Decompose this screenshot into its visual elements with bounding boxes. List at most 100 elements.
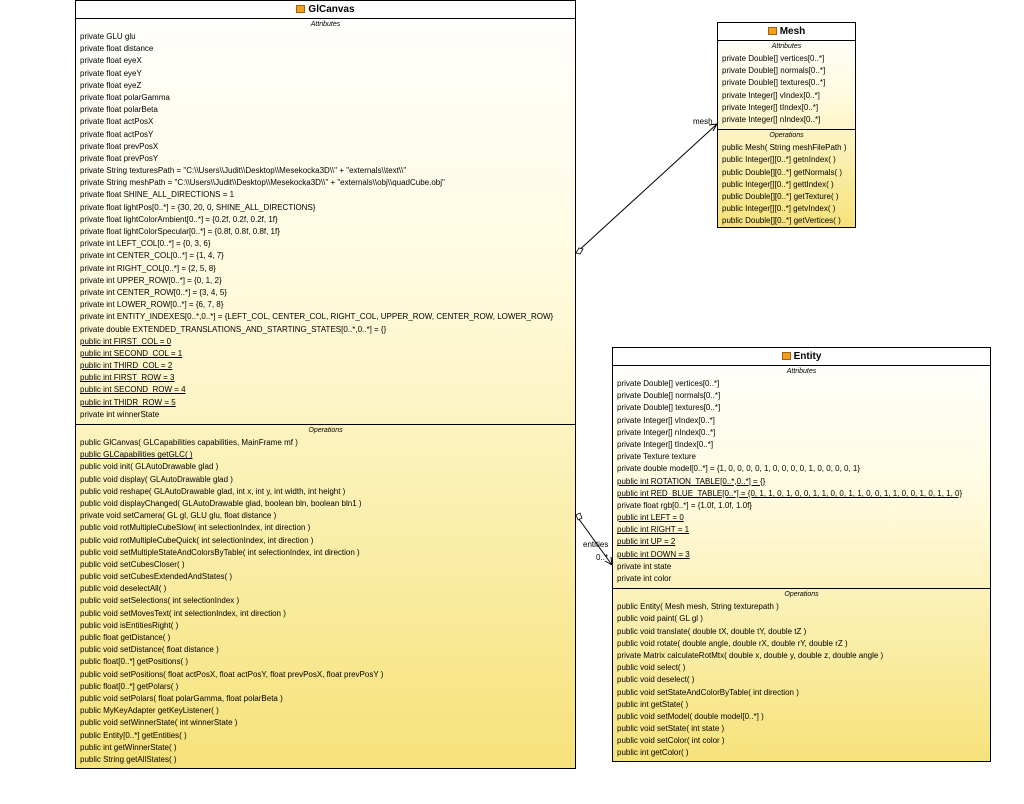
operation-row: public Integer[][0..*] getvIndex( )	[722, 204, 836, 214]
attribute-row: private Double[] vertices[0..*]	[722, 54, 825, 63]
class-title: GlCanvas	[76, 1, 575, 19]
operation-row: public void displayChanged( GLAutoDrawab…	[80, 498, 362, 508]
class-title: Entity	[613, 348, 990, 366]
entities-role-label: entities	[583, 540, 609, 549]
attribute-row: private Double[] textures[0..*]	[722, 78, 826, 88]
operation-row: public void rotMultipleCubeQuick( int se…	[80, 535, 314, 545]
operation-row: public GlCanvas( GLCapabilities capabili…	[80, 438, 298, 447]
attributes-label: Attributes	[310, 21, 341, 28]
operation-row: public int getWinnerState( )	[80, 742, 177, 752]
attributes-label: Attributes	[786, 368, 817, 375]
operations-label: Operations	[784, 591, 819, 599]
section-divider	[613, 588, 990, 590]
attribute-row: private Integer[] nIndex[0..*]	[617, 427, 716, 437]
entities-multiplicity-label: 0..*	[596, 553, 609, 562]
operations-label: Operations	[308, 427, 343, 434]
class-icon	[781, 352, 791, 360]
attribute-row: private int UPPER_ROW[0..*] = {0, 1, 2}	[80, 275, 222, 285]
attribute-row: private float rgb[0..*] = {1.0f, 1.0f, 1…	[617, 500, 752, 510]
operations-list: public Mesh( String meshFilePath )public…	[718, 142, 855, 227]
attribute-row: private float prevPosX	[80, 141, 159, 151]
attribute-row: private int LOWER_ROW[0..*] = {6, 7, 8}	[80, 300, 224, 310]
operation-row: public GLCapabilities getGLC( )	[80, 450, 193, 460]
class-mesh[interactable]: Mesh Attributes private Double[] vertice…	[717, 22, 856, 228]
attribute-row: private float distance	[80, 44, 154, 54]
attribute-row: private float polarGamma	[80, 92, 170, 102]
attributes-list: private Double[] vertices[0..*] private D…	[718, 53, 855, 126]
class-icon	[767, 27, 777, 35]
attribute-row: private int winnerState	[80, 409, 160, 419]
attribute-row: public int RED_BLUE_TABLE[0..*] = {0, 1,…	[617, 488, 963, 498]
attribute-row: private float eyeZ	[80, 80, 142, 90]
attribute-row: private Double[] textures[0..*]	[617, 403, 721, 413]
operation-row: public void setWinnerState( int winnerSt…	[80, 718, 238, 728]
entities-association-line	[575, 514, 613, 566]
operation-row: public void setMultipleStateAndColorsByT…	[80, 547, 360, 557]
attribute-row: private Double[] vertices[0..*]	[617, 379, 720, 388]
attribute-row: public int LEFT = 0	[617, 513, 684, 523]
operation-row: public Integer[][0..*] gettIndex( )	[722, 179, 834, 189]
attribute-row: private String texturesPath = "C:\\Users…	[80, 166, 407, 176]
class-title: Mesh	[718, 23, 855, 41]
attribute-row: private float actPosY	[80, 129, 154, 139]
operation-row: public void reshape( GLAutoDrawable glad…	[80, 486, 346, 496]
mesh-aggregation-diamond	[575, 247, 584, 255]
operation-row: public Entity[0..*] getEntities( )	[80, 730, 187, 740]
class-icon	[296, 5, 306, 13]
operations-list: public Entity( Mesh mesh, String texture…	[613, 601, 990, 759]
attribute-row: private int CENTER_COL[0..*] = {1, 4, 7}	[80, 251, 224, 261]
operation-row: public MyKeyAdapter getKeyListener( )	[80, 706, 219, 716]
operation-row: public void setColor( int color )	[617, 736, 725, 746]
operation-row: public float[0..*] getPositions( )	[80, 657, 189, 667]
mesh-association-line	[575, 123, 718, 254]
attribute-row: private String meshPath = "C:\\Users\\Ju…	[80, 178, 445, 188]
operation-row: private Matrix calculateRotMtx( double x…	[617, 650, 884, 660]
attribute-row: private Texture texture	[617, 452, 697, 462]
attribute-row: private double EXTENDED_TRANSLATIONS_AND…	[80, 324, 387, 334]
operation-row: public void rotMultipleCubeSlow( int sel…	[80, 523, 311, 533]
attribute-row: public int ROTATION_TABLE[0..*,0..*] = {…	[617, 476, 766, 486]
operation-row: public float getDistance( )	[80, 633, 171, 642]
operation-row: public Double[][0..*] getNormals( )	[722, 167, 843, 177]
operation-row: public void init( GLAutoDrawable glad )	[80, 462, 219, 472]
attribute-row: private float SHINE_ALL_DIRECTIONS = 1	[80, 190, 235, 200]
attribute-row: private double model[0..*] = {1, 0, 0, 0…	[617, 464, 861, 474]
attribute-row: private float prevPosY	[80, 153, 159, 163]
operation-row: public void setPolars( float polarGamma,…	[80, 693, 283, 703]
attribute-row: private Double[] normals[0..*]	[617, 391, 721, 401]
operation-row: public void setMovesText( int selectionI…	[80, 608, 286, 618]
section-divider	[718, 129, 855, 131]
attribute-row: private float eyeY	[80, 68, 142, 78]
attribute-row: public int RIGHT = 1	[617, 525, 690, 535]
attribute-row: private int state	[617, 561, 672, 571]
attribute-row: public int THIRD_COL = 2	[80, 361, 173, 371]
attribute-row: private int ENTITY_INDEXES[0..*,0..*] = …	[80, 312, 554, 322]
operation-row: public int getState( )	[617, 699, 689, 709]
operation-row: public void setDistance( float distance …	[80, 645, 219, 655]
attribute-row: private float lightPos[0..*] = {30, 20, …	[80, 202, 316, 212]
operation-row: public Double[][0..*] getTexture( )	[722, 191, 839, 201]
attribute-row: private Integer[] vIndex[0..*]	[722, 90, 820, 100]
operation-row: public void setModel( double model[0..*]…	[617, 711, 764, 721]
attribute-row: private Integer[] tIndex[0..*]	[617, 439, 714, 449]
operation-row: public void setSelections( int selection…	[80, 596, 240, 606]
operation-row: public void paint( GL gl )	[617, 614, 703, 624]
attribute-row: public int SECOND_COL = 1	[80, 348, 183, 358]
operation-row: public void setCubesCloser( )	[80, 559, 185, 569]
operation-row: public void translate( double tX, double…	[617, 626, 807, 636]
attribute-row: private Integer[] nIndex[0..*]	[722, 114, 821, 124]
operations-label: Operations	[769, 132, 804, 140]
attribute-row: private int RIGHT_COL[0..*] = {2, 5, 8}	[80, 263, 216, 273]
attribute-row: private Integer[] vIndex[0..*]	[617, 415, 715, 425]
operation-row: public Double[][0..*] getVertices( )	[722, 216, 841, 226]
class-name: GlCanvas	[308, 4, 355, 15]
attributes-label: Attributes	[771, 43, 802, 50]
class-entity[interactable]: Entity Attributes private Double[] verti…	[612, 347, 991, 762]
operation-row: public String getAllStates( )	[80, 754, 177, 764]
operation-row: public void deselectAll( )	[80, 584, 167, 594]
class-name: Mesh	[779, 26, 806, 37]
operation-row: public int getColor( )	[617, 748, 689, 758]
operation-row: public void deselect( )	[617, 675, 695, 685]
